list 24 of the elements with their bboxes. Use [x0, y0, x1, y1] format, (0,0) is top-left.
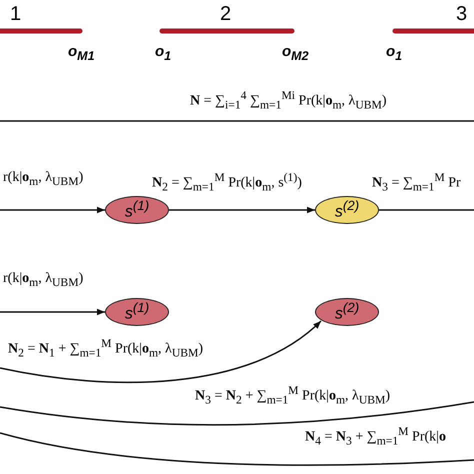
observation-label: o$_{1}$: [386, 44, 402, 64]
edge-label: N$_{3}$ = ∑$_{m=1}$$^{M}$ Pr: [372, 170, 461, 196]
arrow: [169, 206, 315, 214]
formula: N = ∑$_{i=1}$$^{4}$ ∑$_{m=1}$$^{Mi}$ Pr(k|o$_{m}$, λ$_{UBM}$): [190, 88, 387, 114]
observation-label: o$_{M1}$: [68, 44, 95, 64]
arrow: [0, 206, 105, 214]
segment-number: 3: [456, 3, 468, 25]
segment-number: 2: [220, 3, 232, 25]
edge-label: r(k|o$_{m}$, λ$_{UBM}$): [3, 170, 84, 190]
connector-line: [379, 209, 474, 211]
arrow: [0, 308, 105, 316]
edge-label: r(k|o$_{m}$, λ$_{UBM}$): [3, 271, 84, 291]
formula: N$_{4}$ = N$_{3}$ + ∑$_{m=1}$$^{M}$ Pr(k|o: [305, 424, 446, 450]
segment-number: 1: [10, 3, 22, 25]
edge-label: N$_{2}$ = N$_{1}$ + ∑$_{m=1}$$^{M}$ Pr(k|o$_{m}$, λ$_{UBM}$): [8, 336, 204, 362]
arrow: [0, 320, 322, 383]
state-ellipse: s$^{(2)}$: [315, 298, 379, 326]
formula: N$_{3}$ = N$_{2}$ + ∑$_{m=1}$$^{M}$ Pr(k|o$_{m}$, λ$_{UBM}$): [195, 383, 390, 408]
edge-label: N$_{2}$ = ∑$_{m=1}$$^{M}$ Pr(k|o$_{m}$, s$^{(1)}$): [152, 170, 302, 196]
state-ellipse: s$^{(1)}$: [105, 196, 169, 224]
state-ellipse: s$^{(2)}$: [315, 196, 379, 224]
observation-label: o$_{1}$: [155, 44, 172, 64]
state-ellipse: s$^{(1)}$: [105, 298, 169, 326]
observation-label: o$_{M2}$: [282, 44, 309, 64]
